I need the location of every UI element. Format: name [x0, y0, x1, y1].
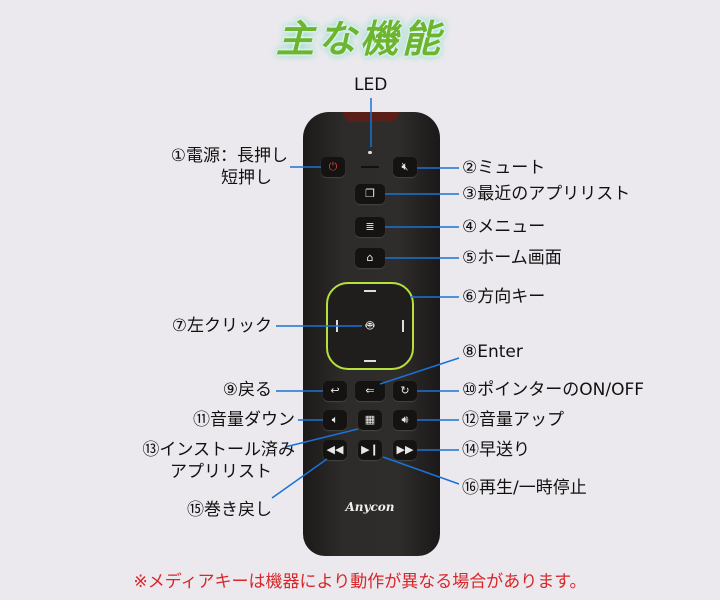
- mute-button[interactable]: 🔇︎: [393, 157, 417, 177]
- down-arrow-mark: [364, 360, 376, 362]
- label-vol-up: ⑫音量アップ: [462, 410, 564, 430]
- play-pause-icon: ▶❙: [361, 443, 379, 456]
- back-button[interactable]: ↩: [323, 381, 347, 401]
- recent-apps-button[interactable]: ❐: [355, 184, 385, 204]
- fast-forward-button[interactable]: ▶▶: [393, 440, 417, 460]
- label-apps-2: アプリリスト: [170, 462, 272, 482]
- label-pointer: ⑩ポインターのON/OFF: [462, 380, 645, 400]
- enter-button[interactable]: ⇐: [355, 381, 385, 401]
- label-mute: ②ミュート: [462, 158, 546, 178]
- label-rewind: ⑮巻き戻し: [187, 500, 272, 520]
- play-pause-button[interactable]: ▶❙: [358, 440, 382, 460]
- fast-forward-icon: ▶▶: [396, 443, 414, 456]
- label-enter: ⑧Enter: [462, 342, 523, 362]
- android-icon[interactable]: 🤖︎: [365, 318, 375, 334]
- label-left-click: ⑦左クリック: [171, 316, 272, 336]
- volume-up-icon: 🔊︎: [401, 413, 409, 426]
- label-fast-forward: ⑭早送り: [462, 440, 530, 460]
- line-rewind: [271, 458, 328, 499]
- volume-down-icon: 🔈︎: [331, 413, 339, 426]
- volume-down-button[interactable]: 🔈︎: [323, 410, 347, 430]
- mic-slot: [361, 166, 379, 168]
- pointer-toggle-button[interactable]: ↻: [393, 381, 417, 401]
- recent-apps-icon: ❐: [365, 187, 375, 200]
- enter-icon: ⇐: [365, 384, 375, 397]
- label-power-2: 短押し: [221, 168, 272, 188]
- volume-up-button[interactable]: 🔊︎: [393, 410, 417, 430]
- page-title: 主な機能: [275, 17, 444, 61]
- label-recent: ③最近のアプリリスト: [462, 184, 631, 204]
- label-direction: ⑥方向キー: [462, 287, 546, 307]
- rewind-button[interactable]: ◀◀: [323, 440, 347, 460]
- label-home: ⑤ホーム画面: [462, 248, 562, 268]
- power-icon: ⏻: [328, 160, 338, 173]
- up-arrow-mark: [364, 290, 376, 292]
- apps-button[interactable]: ▦: [358, 410, 382, 430]
- power-button[interactable]: ⏻: [321, 157, 345, 177]
- label-play-pause: ⑯再生/一時停止: [462, 478, 587, 498]
- label-menu: ④メニュー: [462, 217, 546, 237]
- line-apps: [284, 428, 359, 448]
- menu-button[interactable]: ≣: [355, 217, 385, 237]
- back-icon: ↩: [330, 384, 340, 397]
- grid-icon: ▦: [364, 413, 376, 426]
- label-apps-1: ⑬インストール済み: [142, 440, 295, 460]
- led-indicator: [368, 151, 372, 154]
- menu-icon: ≣: [365, 220, 375, 233]
- mute-icon: 🔇︎: [401, 160, 409, 173]
- pointer-toggle-icon: ↻: [400, 384, 410, 397]
- label-back: ⑨戻る: [222, 380, 272, 400]
- home-button[interactable]: ⌂: [355, 248, 385, 268]
- right-arrow-mark: [402, 320, 404, 332]
- rewind-icon: ◀◀: [326, 443, 344, 456]
- line-play: [382, 456, 460, 485]
- label-power-1: ①電源：長押し: [170, 146, 288, 166]
- line-enter: [379, 357, 460, 385]
- home-icon: ⌂: [366, 251, 374, 264]
- footnote: ※メディアキーは機器により動作が異なる場合があります。: [133, 572, 587, 592]
- brand-logo: Anycon: [345, 500, 395, 514]
- label-vol-down: ⑪音量ダウン: [193, 410, 295, 430]
- label-led: LED: [354, 75, 388, 95]
